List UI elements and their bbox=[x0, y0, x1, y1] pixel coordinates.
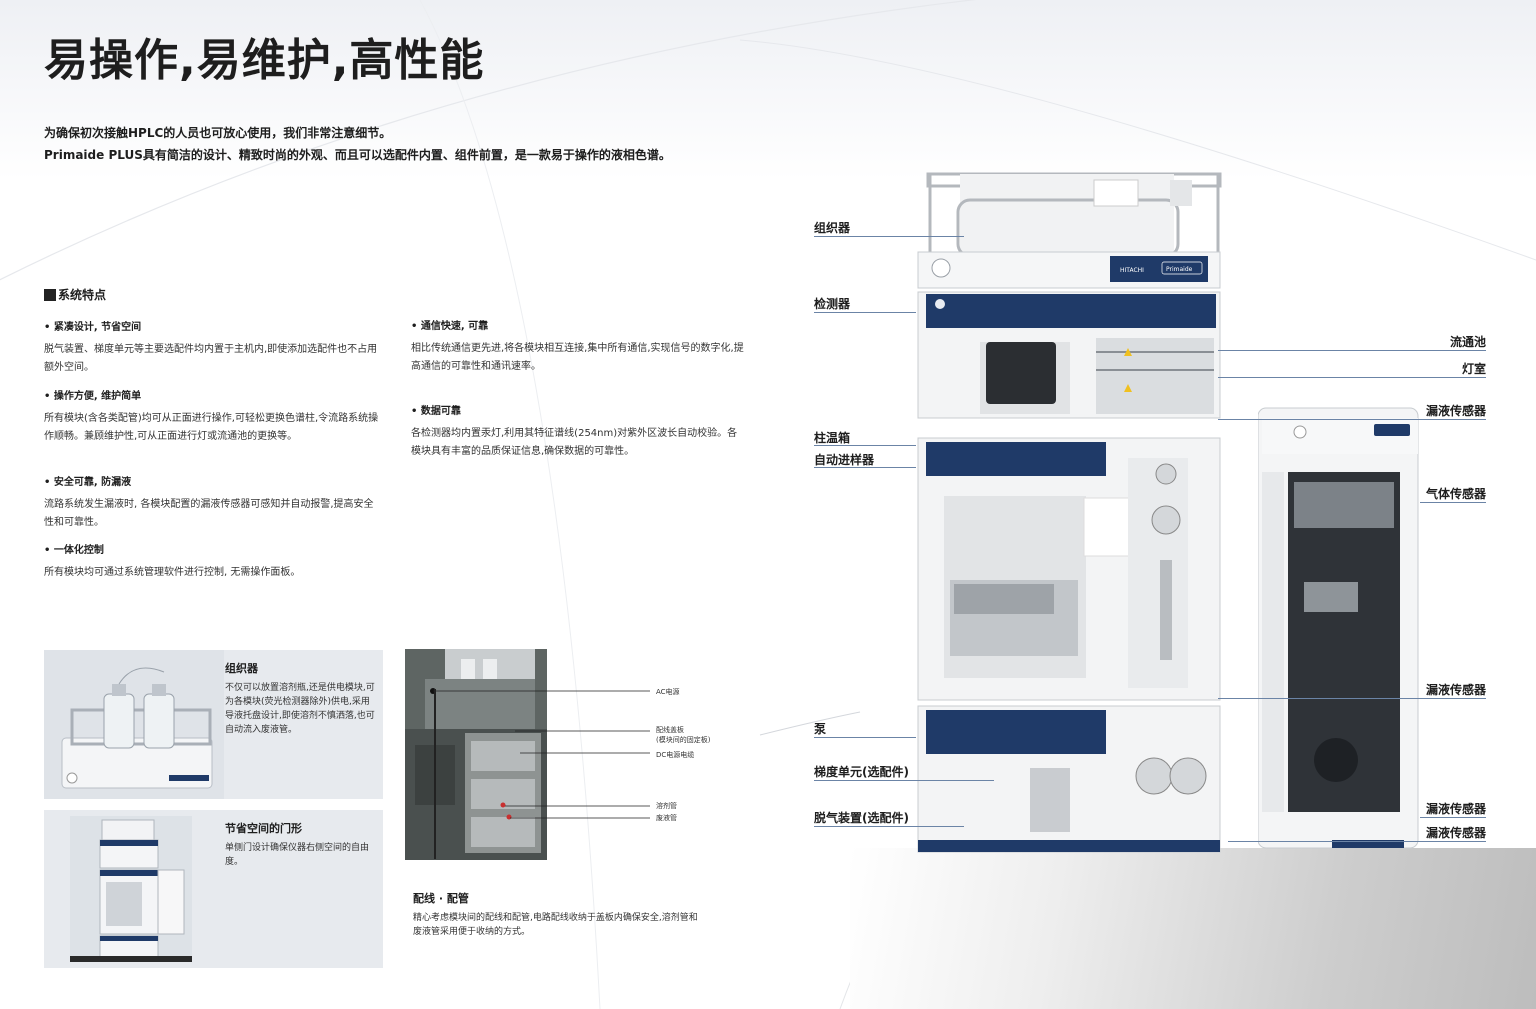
label-leak-sensor-4: 漏液传感器 bbox=[1425, 826, 1486, 840]
leader-flow-cell bbox=[1218, 350, 1486, 351]
feature-integrated-control: • 一体化控制 所有模块均可通过系统管理软件进行控制, 无需操作面板。 bbox=[44, 542, 380, 582]
organizer-photo bbox=[44, 650, 224, 799]
label-autosampler: 自动进样器 bbox=[814, 453, 875, 467]
hplc-main-stack: HITACHI Primaide bbox=[917, 172, 1222, 853]
door-photo bbox=[70, 816, 192, 962]
feature-desc: 脱气装置、梯度单元等主要选配件均内置于主机内,即使添加选配件也不占用额外空间。 bbox=[44, 344, 378, 373]
label-leak-sensor-3: 漏液传感器 bbox=[1425, 802, 1486, 816]
label-leak-sensor-2: 漏液传感器 bbox=[1425, 683, 1486, 697]
label-detector: 检测器 bbox=[814, 297, 851, 311]
leader-gas-sensor bbox=[1420, 502, 1486, 503]
feature-title: • 通信快速, 可靠 bbox=[411, 321, 489, 332]
door-card: 节省空间的门形 单侧门设计确保仪器右侧空间的自由度。 bbox=[44, 810, 383, 968]
feature-data-reliability: • 数据可靠 各检测器均内置汞灯,利用其特征谱线(254nm)对紫外区波长自动校… bbox=[411, 403, 747, 461]
feature-leak-safety: • 安全可靠, 防漏液 流路系统发生漏液时, 各模块配置的漏液传感器可感知并自动… bbox=[44, 474, 380, 532]
callout-dc-cable: DC电源电缆 bbox=[656, 751, 695, 759]
leader-detector bbox=[814, 312, 916, 313]
leader-column-oven bbox=[814, 445, 916, 446]
callout-ac-power: AC电源 bbox=[656, 688, 680, 696]
leader-organizer bbox=[814, 236, 964, 237]
feature-title: • 紧凑设计, 节省空间 bbox=[44, 322, 142, 333]
leader-leak-4 bbox=[1228, 841, 1486, 842]
label-organizer: 组织器 bbox=[814, 221, 851, 235]
page-title: 易操作,易维护,高性能 bbox=[44, 35, 485, 86]
leader-autosampler bbox=[814, 467, 916, 468]
feature-desc: 各检测器均内置汞灯,利用其特征谱线(254nm)对紫外区波长自动校验。各模块具有… bbox=[411, 428, 738, 457]
wiring-photo bbox=[405, 649, 547, 860]
callout-waste-tube: 废液管 bbox=[656, 814, 677, 822]
leader-gradient bbox=[814, 780, 994, 781]
organizer-title: 组织器 bbox=[225, 662, 258, 675]
callout-wiring-cover-note: (模块间的固定板) bbox=[656, 736, 711, 744]
label-gradient-unit: 梯度单元(选配件) bbox=[814, 765, 909, 779]
callout-solvent-tube: 溶剂管 bbox=[656, 802, 677, 810]
label-lamp-house: 灯室 bbox=[1461, 362, 1486, 376]
intro-line-2: Primaide PLUS具有简洁的设计、精致时尚的外观、而且可以选配件内置、组… bbox=[44, 148, 671, 162]
label-flow-cell: 流通池 bbox=[1449, 335, 1486, 349]
feature-title: • 安全可靠, 防漏液 bbox=[44, 477, 132, 488]
label-column-oven: 柱温箱 bbox=[814, 431, 851, 445]
feature-desc: 相比传统通信更先进,将各模块相互连接,集中所有通信,实现信号的数字化,提高通信的… bbox=[411, 343, 744, 372]
label-degasser: 脱气装置(选配件) bbox=[814, 811, 909, 825]
wiring-desc: 精心考虑模块间的配线和配管,电路配线收纳于盖板内确保安全,溶剂管和废液管采用便于… bbox=[413, 913, 698, 937]
organizer-desc: 不仅可以放置溶剂瓶,还是供电模块,可为各模块(荧光检测器除外)供电,采用导液托盘… bbox=[225, 683, 375, 735]
leader-leak-1 bbox=[1218, 419, 1486, 420]
label-gas-sensor: 气体传感器 bbox=[1425, 487, 1486, 501]
product-label: Primaide bbox=[1166, 266, 1193, 273]
floor-shadow bbox=[850, 848, 1536, 1009]
wiring-title: 配线 · 配管 bbox=[413, 892, 469, 905]
leader-degasser bbox=[814, 826, 964, 827]
features-heading: 系统特点 bbox=[44, 286, 106, 303]
callout-wiring-cover: 配线盖板 bbox=[656, 726, 684, 734]
feature-compact: • 紧凑设计, 节省空间 脱气装置、梯度单元等主要选配件均内置于主机内,即使添加… bbox=[44, 319, 380, 377]
feature-title: • 操作方便, 维护简单 bbox=[44, 391, 142, 402]
intro-line-1: 为确保初次接触HPLC的人员也可放心使用，我们非常注意细节。 bbox=[44, 126, 392, 140]
feature-title: • 一体化控制 bbox=[44, 545, 104, 556]
intro: 为确保初次接触HPLC的人员也可放心使用，我们非常注意细节。 Primaide … bbox=[44, 122, 804, 166]
feature-desc: 流路系统发生漏液时, 各模块配置的漏液传感器可感知并自动报警,提高安全性和可靠性… bbox=[44, 499, 374, 528]
feature-desc: 所有模块均可通过系统管理软件进行控制, 无需操作面板。 bbox=[44, 567, 301, 578]
leader-leak-2 bbox=[1218, 698, 1486, 699]
organizer-card: 组织器 不仅可以放置溶剂瓶,还是供电模块,可为各模块(荧光检测器除外)供电,采用… bbox=[44, 650, 383, 799]
feature-communication: • 通信快速, 可靠 相比传统通信更先进,将各模块相互连接,集中所有通信,实现信… bbox=[411, 318, 747, 376]
leader-pump bbox=[814, 737, 916, 738]
leader-lamp bbox=[1218, 377, 1486, 378]
feature-title: • 数据可靠 bbox=[411, 406, 461, 417]
label-pump: 泵 bbox=[814, 722, 827, 736]
feature-easy-maintenance: • 操作方便, 维护简单 所有模块(含各类配管)均可从正面进行操作,可轻松更换色… bbox=[44, 388, 380, 446]
feature-desc: 所有模块(含各类配管)均可从正面进行操作,可轻松更换色谱柱,令流路系统操作顺畅。… bbox=[44, 413, 379, 442]
leader-leak-3 bbox=[1420, 817, 1486, 818]
square-bullet-icon bbox=[44, 288, 56, 301]
door-title: 节省空间的门形 bbox=[225, 822, 302, 835]
brand-label: HITACHI bbox=[1120, 267, 1144, 274]
features-heading-text: 系统特点 bbox=[58, 288, 107, 302]
door-desc: 单侧门设计确保仪器右侧空间的自由度。 bbox=[225, 843, 370, 867]
label-leak-sensor-1: 漏液传感器 bbox=[1425, 404, 1486, 418]
hplc-side-module bbox=[1258, 407, 1419, 849]
